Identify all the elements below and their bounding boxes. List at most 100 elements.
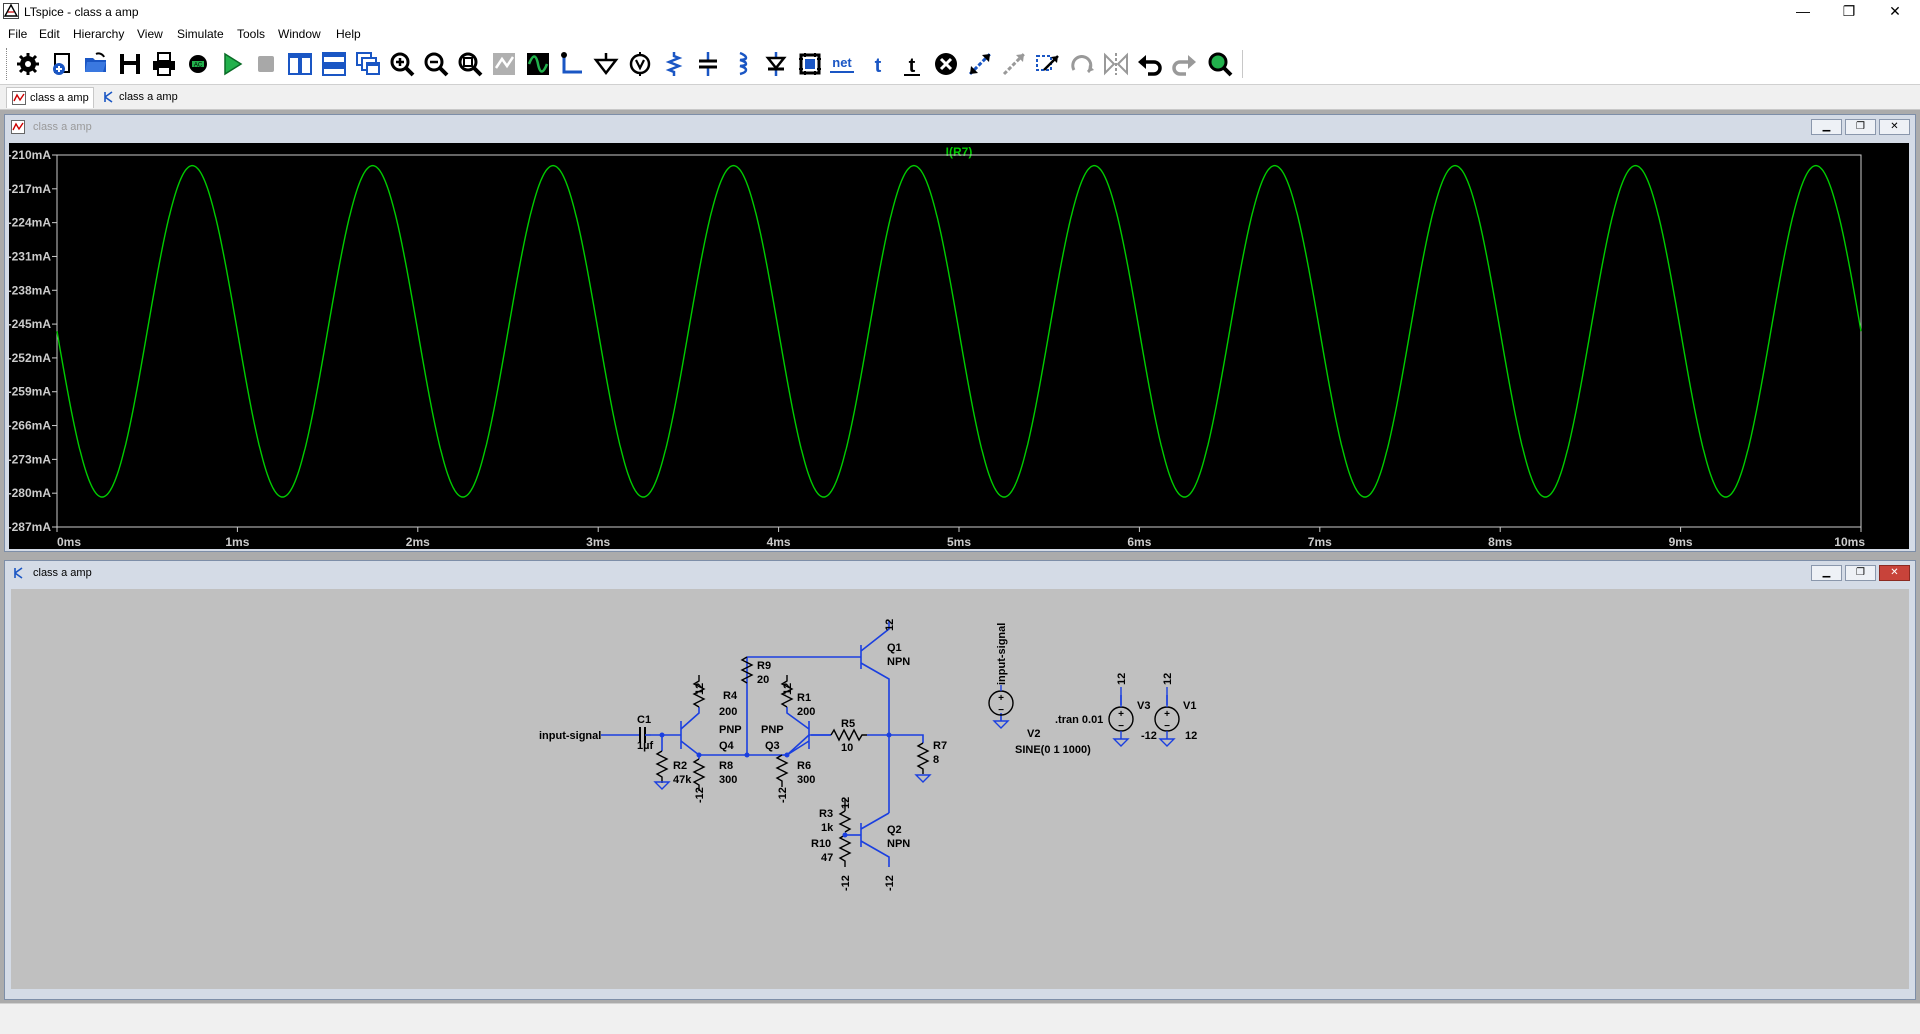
- schematic-close-button[interactable]: ✕: [1879, 565, 1910, 581]
- save-icon[interactable]: [116, 50, 144, 78]
- resistor-r10: [838, 834, 852, 867]
- menu-tools[interactable]: Tools: [237, 27, 266, 41]
- waveform-icon[interactable]: [524, 50, 552, 78]
- x-tick-label: 10ms: [1834, 535, 1865, 549]
- label-r7: R7: [933, 740, 947, 752]
- move-icon[interactable]: [966, 50, 994, 78]
- zoom-fit-icon[interactable]: [456, 50, 484, 78]
- drag-icon[interactable]: [1000, 50, 1028, 78]
- menu-view[interactable]: View: [137, 27, 163, 41]
- svg-text:+: +: [1164, 709, 1170, 720]
- schematic-minimize-button[interactable]: ▁: [1811, 565, 1842, 581]
- menu-help[interactable]: Help: [336, 27, 361, 41]
- capacitor-icon[interactable]: [694, 50, 722, 78]
- series-line-i-r7: [56, 164, 1862, 498]
- sources: [988, 685, 1180, 739]
- spice-directive-icon[interactable]: t: [898, 50, 926, 78]
- waveform-window-titlebar[interactable]: class a amp ▁ ❐ ✕: [5, 115, 1915, 139]
- new-schematic-icon[interactable]: [48, 50, 76, 78]
- menu-edit[interactable]: Edit: [39, 27, 60, 41]
- label-r4: R4: [723, 690, 738, 702]
- tab-waveform[interactable]: class a amp: [6, 87, 94, 108]
- y-tick-label: -280mA: [9, 486, 51, 500]
- inductor-icon[interactable]: [728, 50, 756, 78]
- schematic-window-icon: [14, 567, 23, 579]
- label-r7-value: 8: [933, 754, 939, 766]
- waveform-minimize-button[interactable]: ▁: [1811, 119, 1842, 135]
- rotate-icon[interactable]: [1068, 50, 1096, 78]
- find-icon[interactable]: [1206, 50, 1234, 78]
- print-icon[interactable]: [150, 50, 178, 78]
- waveform-plot[interactable]: -210mA-217mA-224mA-231mA-238mA-245mA-252…: [9, 143, 1909, 549]
- schematic-window: class a amp ▁ ❐ ✕: [4, 560, 1916, 1000]
- wire-icon[interactable]: [558, 50, 586, 78]
- y-tick-label: -259mA: [9, 385, 51, 399]
- label-r6-value: 300: [797, 774, 815, 786]
- toolbar-grip[interactable]: [6, 48, 10, 80]
- redo-icon[interactable]: [1170, 50, 1198, 78]
- minimize-button[interactable]: —: [1796, 3, 1810, 19]
- close-button[interactable]: ✕: [1889, 3, 1901, 19]
- schematic-restore-button[interactable]: ❐: [1845, 565, 1876, 581]
- zoom-in-icon[interactable]: [388, 50, 416, 78]
- label-v3: V3: [1137, 700, 1150, 712]
- menu-hierarchy[interactable]: Hierarchy: [73, 27, 125, 41]
- menu-simulate[interactable]: Simulate: [177, 27, 224, 41]
- zoom-out-icon[interactable]: [422, 50, 450, 78]
- label-q3-type: PNP: [761, 724, 784, 736]
- svg-text:t: t: [875, 55, 882, 77]
- x-tick-label: 5ms: [947, 535, 971, 549]
- component-icon[interactable]: [796, 50, 824, 78]
- label-r8-supply: -12: [694, 787, 706, 803]
- open-icon[interactable]: [82, 50, 110, 78]
- undo-icon[interactable]: [1136, 50, 1164, 78]
- plot-area[interactable]: I(R7) -210mA-217mA-224mA-231mA-238mA-245…: [9, 143, 1909, 549]
- resistor-icon[interactable]: [660, 50, 688, 78]
- restore-button[interactable]: ❐: [1842, 3, 1856, 19]
- text-icon[interactable]: t: [864, 50, 892, 78]
- copy-icon[interactable]: [1034, 50, 1062, 78]
- resistor-r3: [838, 810, 852, 833]
- mirror-icon[interactable]: [1102, 50, 1130, 78]
- x-tick-label: 4ms: [767, 535, 791, 549]
- tile-horizontal-icon[interactable]: [320, 50, 348, 78]
- run-icon[interactable]: [218, 50, 246, 78]
- x-tick-label: 6ms: [1127, 535, 1151, 549]
- waveform-window: class a amp ▁ ❐ ✕ I(R7) -210mA-217mA-224…: [4, 114, 1916, 552]
- net-label-icon[interactable]: net: [828, 50, 856, 78]
- ltspice-logo-icon: [3, 3, 19, 19]
- settings-icon[interactable]: [14, 50, 42, 78]
- resistor-r5: [830, 728, 867, 742]
- tab-schematic-label: class a amp: [119, 91, 178, 103]
- menu-window[interactable]: Window: [278, 27, 321, 41]
- tab-schematic[interactable]: class a amp: [96, 87, 182, 107]
- label-q2-type: NPN: [887, 838, 910, 850]
- status-bar: [0, 1003, 1920, 1034]
- waveform-window-title: class a amp: [33, 121, 92, 133]
- waveform-close-button[interactable]: ✕: [1879, 119, 1910, 135]
- voltage-source-icon[interactable]: [626, 50, 654, 78]
- x-tick-label: 2ms: [406, 535, 430, 549]
- delete-icon[interactable]: [932, 50, 960, 78]
- ground-icon[interactable]: [592, 50, 620, 78]
- resistor-r6: [775, 754, 789, 787]
- schematic-window-titlebar[interactable]: class a amp ▁ ❐ ✕: [5, 561, 1915, 585]
- autorange-icon[interactable]: [490, 50, 518, 78]
- diode-icon[interactable]: [762, 50, 790, 78]
- cascade-icon[interactable]: [354, 50, 382, 78]
- menu-file[interactable]: File: [8, 27, 28, 41]
- y-tick-label: -217mA: [9, 182, 51, 196]
- svg-text:+: +: [1118, 709, 1124, 720]
- label-r6: R6: [797, 760, 811, 772]
- label-v3-bottom: -12: [1141, 730, 1157, 742]
- control-panel-icon[interactable]: AC: [184, 50, 212, 78]
- tile-vertical-icon[interactable]: [286, 50, 314, 78]
- label-input: input-signal: [539, 730, 601, 742]
- schematic-drawing[interactable]: + − + − + − input-si: [11, 589, 1909, 989]
- waveform-restore-button[interactable]: ❐: [1845, 119, 1876, 135]
- svg-text:+: +: [998, 693, 1004, 704]
- label-tran: .tran 0.01: [1055, 714, 1103, 726]
- halt-icon[interactable]: [252, 50, 280, 78]
- schematic-canvas[interactable]: + − + − + − input-si: [11, 589, 1909, 989]
- label-r3: R3: [819, 808, 833, 820]
